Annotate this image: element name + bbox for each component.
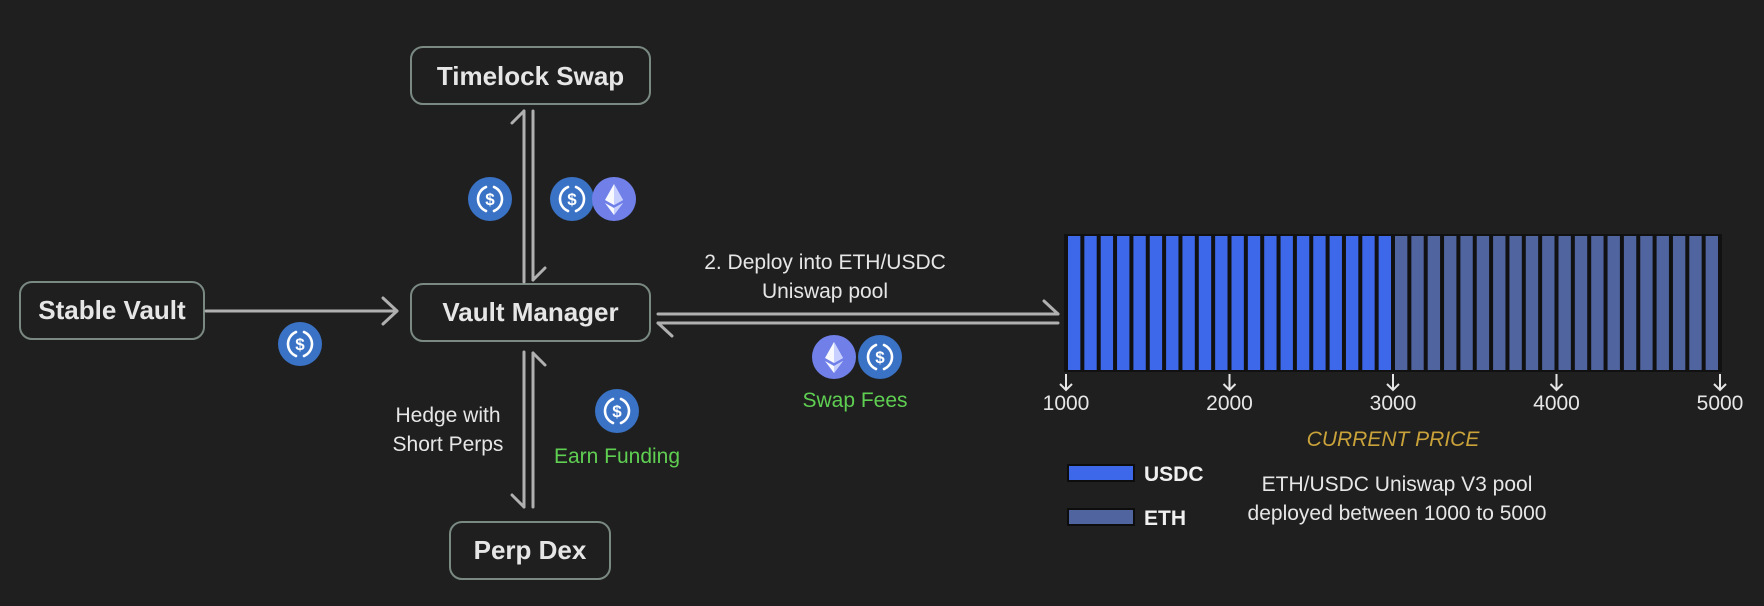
bar-usdc [1166, 236, 1179, 370]
bar-eth [1542, 236, 1555, 370]
bar-eth [1444, 236, 1457, 370]
stable-vault-node: Stable Vault [19, 281, 205, 340]
tick-label-5000: 5000 [1697, 392, 1744, 415]
bar-usdc [1329, 236, 1342, 370]
deploy-label-line1: 2. Deploy into ETH/USDC [704, 251, 946, 274]
tick-arrow-3000 [1386, 374, 1400, 392]
bar-usdc [1133, 236, 1146, 370]
bar-eth [1574, 236, 1588, 370]
timelock-to-manager-arrow [531, 109, 547, 282]
manager-to-timelock-arrow [510, 109, 526, 284]
bar-eth [1672, 236, 1686, 370]
vault-manager-node: Vault Manager [410, 283, 651, 342]
tick-label-4000: 4000 [1533, 392, 1580, 415]
bar-usdc [1247, 236, 1261, 370]
usdc-coin-icon [466, 175, 514, 223]
eth-coin-icon [592, 177, 636, 221]
perp-dex-node: Perp Dex [449, 521, 611, 580]
legend-swatch-eth [1067, 508, 1135, 526]
bar-usdc [1068, 236, 1081, 370]
manager-to-pool-arrow [656, 299, 1060, 316]
bar-usdc [1198, 236, 1212, 370]
eth-coin-icon [812, 335, 856, 379]
tick-label-3000: 3000 [1370, 392, 1417, 415]
chart-caption-line1: ETH/USDC Uniswap V3 pool [1262, 473, 1533, 496]
bar-eth [1411, 236, 1424, 370]
pool-to-manager-arrow [656, 321, 1060, 338]
tick-arrow-5000 [1713, 374, 1727, 392]
vault-manager-label: Vault Manager [442, 297, 618, 327]
tick-label-1000: 1000 [1043, 392, 1090, 415]
hedge-label-line2: Short Perps [393, 433, 504, 456]
bar-eth [1640, 236, 1653, 370]
chart-bars [1068, 236, 1718, 370]
chart-frame [1064, 234, 1722, 372]
bar-usdc [1149, 236, 1163, 370]
swap-fees-label: Swap Fees [802, 389, 907, 412]
bar-eth [1460, 236, 1473, 370]
bar-eth [1558, 236, 1571, 370]
bar-usdc [1084, 236, 1097, 370]
bar-eth [1689, 236, 1702, 370]
bar-usdc [1280, 236, 1293, 370]
current-price-label: CURRENT PRICE [1307, 428, 1481, 451]
bar-eth [1656, 236, 1669, 370]
perp-to-manager-arrow [531, 351, 547, 509]
tick-arrow-2000 [1222, 374, 1237, 392]
timelock-swap-node: Timelock Swap [410, 46, 651, 105]
bar-eth [1525, 236, 1539, 370]
manager-to-perp-arrow [510, 350, 526, 509]
liquidity-range-chart: 1000 2000 3000 4000 5000 CURRENT PRICE [1043, 234, 1744, 451]
legend-label-usdc: USDC [1144, 463, 1204, 486]
bar-usdc [1215, 236, 1228, 370]
usdc-coin-icon [548, 175, 596, 223]
chart-x-axis: 1000 2000 3000 4000 5000 [1043, 374, 1744, 415]
usdc-coin-icon [276, 320, 324, 368]
bar-eth [1509, 236, 1522, 370]
legend-label-eth: ETH [1144, 507, 1186, 530]
bar-eth [1623, 236, 1637, 370]
tick-arrow-1000 [1059, 374, 1073, 392]
bar-usdc [1362, 236, 1375, 370]
bar-usdc [1182, 236, 1195, 370]
bar-usdc [1378, 236, 1391, 370]
tick-arrow-4000 [1549, 374, 1564, 392]
earn-funding-label: Earn Funding [554, 445, 680, 468]
usdc-coin-icon [856, 333, 904, 381]
legend-swatch-usdc [1067, 464, 1135, 482]
bar-usdc [1231, 236, 1244, 370]
usdc-coin-icon [593, 387, 641, 435]
bar-usdc [1296, 236, 1310, 370]
bar-eth [1476, 236, 1490, 370]
tick-label-2000: 2000 [1206, 392, 1253, 415]
bar-usdc [1264, 236, 1277, 370]
bar-eth [1493, 236, 1506, 370]
bar-usdc [1313, 236, 1326, 370]
deploy-label-line2: Uniswap pool [762, 280, 888, 303]
bar-eth [1427, 236, 1441, 370]
stable-to-manager-arrow [204, 296, 399, 326]
bar-usdc [1117, 236, 1130, 370]
bar-eth [1591, 236, 1604, 370]
bar-eth [1607, 236, 1620, 370]
bar-usdc [1345, 236, 1359, 370]
perp-dex-label: Perp Dex [474, 535, 587, 565]
bar-eth [1395, 236, 1408, 370]
timelock-swap-label: Timelock Swap [437, 61, 624, 91]
bar-eth [1705, 236, 1718, 370]
chart-legend: USDC ETH [1067, 463, 1204, 530]
bar-usdc [1100, 236, 1114, 370]
hedge-label-line1: Hedge with [395, 404, 500, 427]
stable-vault-label: Stable Vault [38, 295, 186, 325]
chart-caption-line2: deployed between 1000 to 5000 [1248, 502, 1547, 525]
